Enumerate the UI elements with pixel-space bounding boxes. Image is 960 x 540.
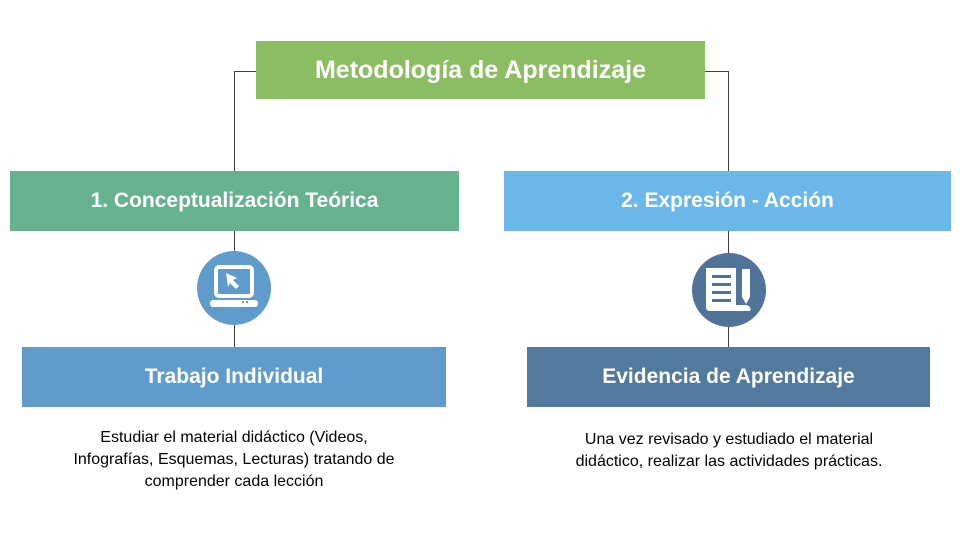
right-subheader-box: Evidencia de Aprendizaje	[527, 347, 930, 407]
description-line: comprender cada lección	[144, 473, 324, 490]
description-line: Infografías, Esquemas, Lecturas) tratand…	[73, 451, 395, 468]
left-header-box: 1. Conceptualización Teórica	[10, 171, 459, 231]
connector-line	[234, 71, 235, 171]
right-description: Una vez revisado y estudiado el material…	[509, 429, 949, 473]
document-pencil-icon	[692, 253, 766, 327]
description-line: didáctico, realizar las actividades prác…	[575, 453, 883, 470]
connector-line	[705, 71, 728, 72]
description-line: Una vez revisado y estudiado el material	[584, 431, 874, 448]
left-header-text: 1. Conceptualización Teórica	[90, 189, 379, 212]
left-subheader-text: Trabajo Individual	[144, 365, 324, 388]
title-box: Metodología de Aprendizaje	[256, 41, 705, 99]
right-header-box: 2. Expresión - Acción	[504, 171, 951, 231]
left-description: Estudiar el material didáctico (Videos, …	[14, 427, 454, 493]
right-subheader-text: Evidencia de Aprendizaje	[602, 365, 855, 388]
connector-line	[234, 71, 256, 72]
laptop-cursor-icon	[197, 251, 271, 325]
title-text: Metodología de Aprendizaje	[314, 55, 647, 84]
right-header-text: 2. Expresión - Acción	[621, 189, 834, 212]
left-subheader-box: Trabajo Individual	[22, 347, 446, 407]
connector-line	[728, 71, 729, 171]
description-line: Estudiar el material didáctico (Videos,	[100, 429, 368, 446]
